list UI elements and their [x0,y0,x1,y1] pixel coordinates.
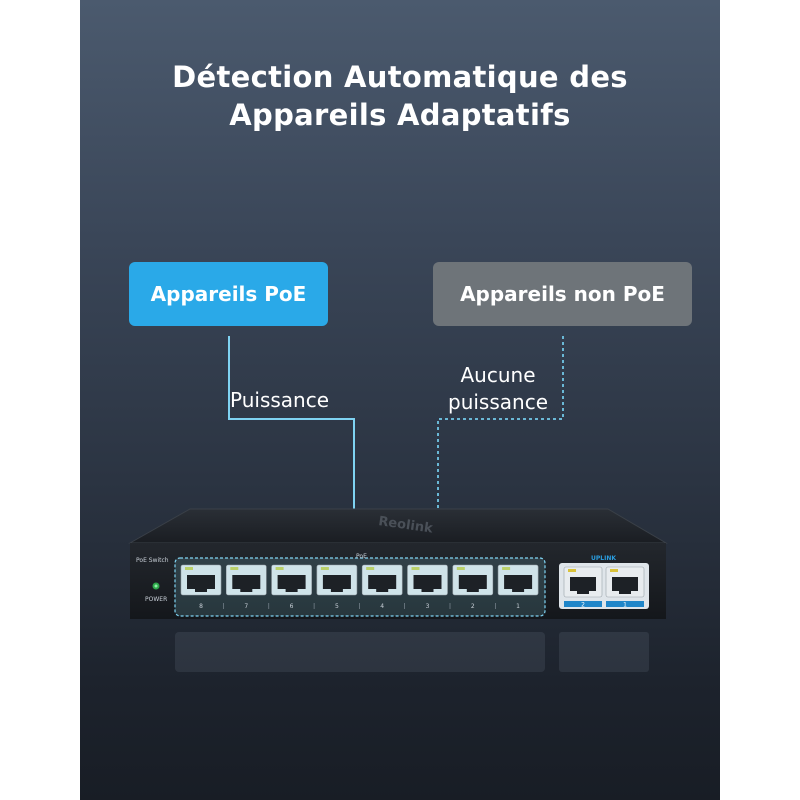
poe-port-5-led [320,567,329,570]
poe-port-number: 3 [426,603,430,610]
poe-devices-badge: Appareils PoE [129,262,328,326]
poe-port-8 [180,564,222,596]
uplink-port-number: 1 [623,602,627,609]
no-power-line-2: puissance [448,390,548,414]
no-power-annotation: Aucune puissance [428,362,568,416]
poe-port-6 [271,564,312,596]
uplink-label: UPLINK [591,555,616,562]
non-poe-dashed-line [437,336,564,560]
poe-ports: 8 7 6 5 4 3 2 1 [180,564,539,610]
switch-reflection [128,628,668,688]
title-line-2: Appareils Adaptatifs [229,98,571,132]
poe-port-5 [316,564,358,596]
uplink-port-2-led [568,569,576,572]
poe-port-7 [226,564,267,596]
poe-port-number: 5 [335,603,339,610]
connector-lines [228,336,564,560]
poe-port-number: 6 [290,603,294,610]
power-annotation: Puissance [230,388,330,412]
poe-group-label: PoE [356,553,367,560]
poe-power-line [228,336,355,560]
no-power-line-1: Aucune [460,363,536,387]
power-label: POWER [145,596,167,603]
poe-devices-label: Appareils PoE [150,282,307,306]
poe-port-1 [497,564,539,596]
non-poe-devices-badge: Appareils non PoE [433,262,692,326]
poe-port-3-led [411,567,420,570]
poe-port-number: 2 [471,603,475,610]
poe-port-6-led [275,567,284,570]
poe-port-number: 7 [244,603,248,610]
poe-port-4 [361,564,403,596]
poe-port-7-led [230,567,239,570]
poe-port-3 [407,564,448,596]
infographic-panel: Détection Automatique des Appareils Adap… [80,0,720,800]
poe-port-number: 8 [199,603,203,610]
uplink-port-1 [605,566,645,598]
poe-port-number: 1 [516,603,520,610]
poe-port-number: 4 [380,603,384,610]
poe-port-2-led [456,567,465,570]
poe-port-8-led [185,567,193,570]
title-line-1: Détection Automatique des [172,60,628,94]
poe-port-1-led [502,567,511,570]
uplink-port-2 [563,566,603,598]
page-title: Détection Automatique des Appareils Adap… [80,58,720,134]
poe-port-2 [452,564,494,596]
poe-port-4-led [366,567,375,570]
model-label: PoE Switch [136,557,169,564]
uplink-port-number: 2 [581,602,585,609]
non-poe-devices-label: Appareils non PoE [460,282,665,306]
uplink-port-1-led [610,569,618,572]
